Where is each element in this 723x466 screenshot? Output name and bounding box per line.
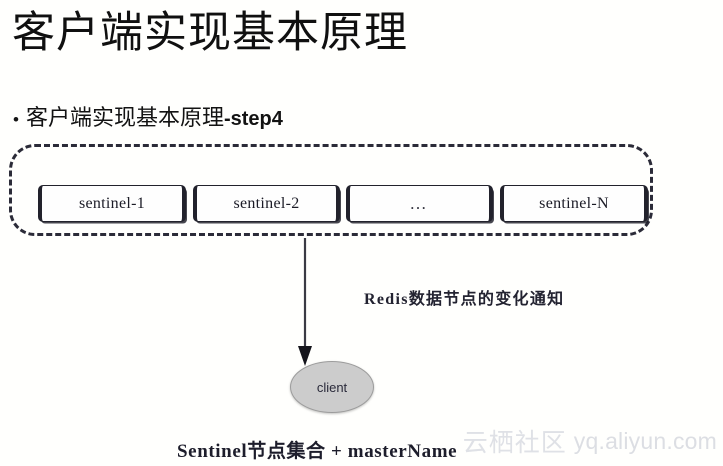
- diagram-caption: Sentinel节点集合 + masterName: [177, 441, 458, 462]
- sentinel-node-ellipsis: …: [346, 185, 493, 222]
- sentinel-node-1-label: sentinel-1: [78, 194, 146, 212]
- page-title: 客户端实现基本原理: [12, 10, 408, 57]
- bullet-text-step: -step4: [223, 108, 283, 130]
- notification-label: Redis数据节点的变化通知: [364, 291, 565, 308]
- sentinel-node-n-label: sentinel-N: [539, 194, 609, 212]
- bullet-marker-icon: •: [13, 110, 19, 129]
- client-node-label: client: [316, 379, 348, 395]
- bullet-text: 客户端实现基本原理-step4: [26, 105, 283, 132]
- bullet-item: • 客户端实现基本原理-step4: [13, 105, 283, 132]
- sentinel-client-diagram: sentinel-1 sentinel-2 … sentinel-N Redis…: [0, 130, 723, 466]
- sentinel-node-1: sentinel-1: [38, 185, 186, 222]
- client-node: client: [290, 361, 374, 413]
- bullet-text-cjk: 客户端实现基本原理: [25, 105, 224, 130]
- sentinel-node-ellipsis-label: …: [409, 193, 430, 213]
- sentinel-group-container: sentinel-1 sentinel-2 … sentinel-N: [9, 144, 653, 236]
- sentinel-node-2-label: sentinel-2: [233, 194, 300, 212]
- sentinel-node-n: sentinel-N: [500, 185, 648, 222]
- sentinel-node-2: sentinel-2: [193, 185, 340, 222]
- notification-arrow-icon: [298, 238, 312, 366]
